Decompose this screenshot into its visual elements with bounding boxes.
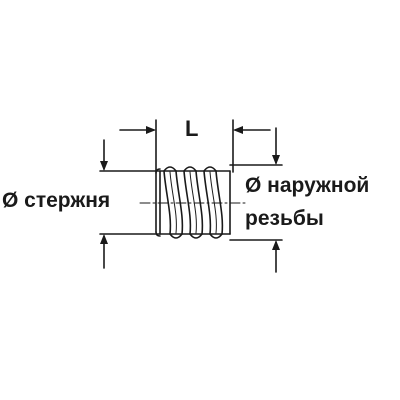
outer-thread-diameter-label-line1: Ø наружной bbox=[245, 174, 370, 197]
threaded-insert-body bbox=[155, 166, 231, 239]
outer-thread-diameter-label-line2: резьбы bbox=[245, 207, 324, 230]
length-label: L bbox=[185, 116, 199, 141]
thread-arrow-top bbox=[272, 127, 280, 165]
shank-arrow-bottom bbox=[100, 234, 108, 269]
shank-diameter-label: Ø стержня bbox=[2, 189, 111, 212]
shank-arrow-top bbox=[100, 139, 108, 171]
length-arrow-right bbox=[233, 126, 271, 134]
length-arrow-left bbox=[119, 126, 156, 134]
thread-arrow-bottom bbox=[272, 240, 280, 273]
